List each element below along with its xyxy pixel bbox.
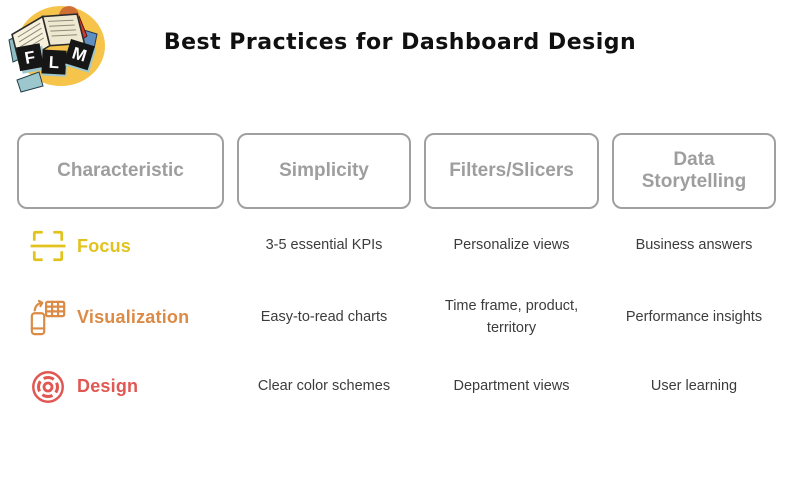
letter-tile-m: M (63, 39, 97, 73)
cell-design-filters: Department views (453, 377, 570, 394)
column-header-simplicity: Simplicity (237, 133, 411, 209)
cell-focus-storytelling: Business answers (635, 237, 753, 254)
page-title: Best Practices for Dashboard Design (163, 30, 637, 55)
svg-text:L: L (48, 53, 59, 73)
row-label-text: Design (77, 376, 139, 396)
row-label-visualization: Visualization (17, 283, 224, 352)
device-to-table-icon (30, 299, 66, 335)
child-reading-book-illustration: F L M (8, 6, 105, 93)
cell-visualization-simplicity: Easy-to-read charts (260, 308, 388, 325)
best-practices-table: Characteristic Simplicity Filters/Slicer… (17, 133, 776, 421)
column-header-filters-slicers: Filters/Slicers (424, 133, 599, 209)
svg-text:F: F (23, 47, 37, 68)
cell-visualization-storytelling: Performance insights (625, 308, 763, 325)
column-header-characteristic: Characteristic (17, 133, 224, 209)
row-label-text: Visualization (77, 307, 190, 327)
cell-focus-simplicity: 3-5 essential KPIs (265, 237, 383, 254)
cell-focus-filters: Personalize views (453, 237, 570, 254)
cell-design-simplicity: Clear color schemes (257, 377, 391, 394)
circular-maze-icon (32, 370, 64, 403)
svg-text:M: M (70, 43, 89, 65)
focus-frame-icon (30, 230, 66, 262)
row-label-text: Focus (77, 235, 132, 256)
letter-tile-l: L (41, 49, 68, 77)
row-label-design: Design (17, 352, 224, 421)
row-label-focus: Focus (17, 209, 224, 283)
column-header-data-storytelling: Data Storytelling (612, 133, 776, 209)
cell-visualization-filters: Time frame, product, territory (444, 298, 579, 336)
cell-design-storytelling: User learning (650, 377, 738, 394)
letter-tile-f: F (15, 43, 47, 74)
flm-logo: F L M (5, 2, 110, 94)
